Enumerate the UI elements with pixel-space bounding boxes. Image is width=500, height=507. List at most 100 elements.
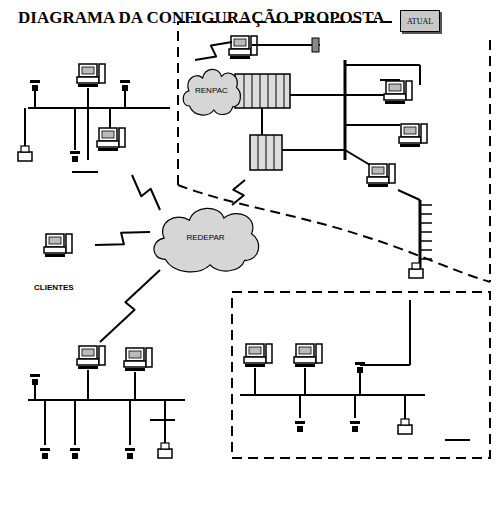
- wireless-link: [132, 175, 160, 210]
- tower: [389, 164, 395, 183]
- network-cable: [290, 94, 345, 96]
- monitor: [231, 36, 249, 49]
- terminal-head: [70, 448, 80, 451]
- keyboard: [400, 144, 420, 147]
- terminal-base: [122, 85, 128, 91]
- network-cloud: REDEPAR: [148, 198, 263, 276]
- monitor: [386, 81, 404, 94]
- network-cable: [44, 400, 46, 445]
- region-outline: [489, 40, 491, 282]
- node-label: REDEPAR: [186, 233, 224, 242]
- printer-paper: [21, 146, 29, 152]
- system-unit: [124, 361, 146, 367]
- tower: [421, 124, 427, 143]
- port-tick: [420, 213, 432, 215]
- monitor: [79, 346, 97, 359]
- printer-body: [409, 269, 423, 278]
- workstation-icon: [124, 348, 152, 371]
- status-box: ATUAL: [400, 10, 440, 32]
- screen: [299, 347, 311, 354]
- region-outline: [232, 292, 490, 458]
- network-cable: [359, 372, 361, 395]
- keyboard: [295, 364, 315, 367]
- system-unit: [97, 141, 119, 147]
- cabinet-panel: [260, 74, 261, 108]
- tower: [99, 64, 105, 83]
- terminal-icon: [30, 374, 40, 385]
- network-cable: [345, 94, 385, 96]
- network-stub: [150, 419, 175, 421]
- monitor: [246, 344, 264, 357]
- network-cloud: RENPAC: [180, 62, 243, 118]
- keyboard: [125, 368, 145, 371]
- screen: [234, 39, 246, 46]
- terminal-head: [350, 421, 360, 424]
- terminal-base: [357, 367, 363, 373]
- port-tick: [420, 204, 432, 206]
- monitor: [46, 234, 64, 247]
- system-unit: [244, 357, 266, 363]
- terminal-base: [72, 156, 78, 162]
- network-cable: [409, 300, 411, 365]
- terminal-icon: [40, 448, 50, 459]
- network-cable: [87, 88, 89, 160]
- network-cable: [129, 400, 131, 445]
- mainframe-cabinet: [250, 135, 282, 170]
- workstation-icon: [399, 124, 427, 147]
- terminal-icon: [70, 448, 80, 459]
- cloud-shape: [154, 208, 259, 272]
- printer-icon: [398, 419, 412, 434]
- terminal-head: [30, 80, 40, 83]
- tower: [66, 234, 72, 253]
- terminal-head: [120, 80, 130, 83]
- screen: [102, 131, 114, 138]
- workstation-icon: [97, 128, 125, 151]
- terminal-icon: [120, 80, 130, 91]
- port-tick: [420, 222, 432, 224]
- printer-icon: [18, 146, 32, 161]
- screen: [372, 167, 384, 174]
- cabinet-panel: [276, 74, 277, 108]
- keyboard: [98, 148, 118, 151]
- port-tick: [420, 258, 432, 260]
- cabinet-panel: [274, 135, 275, 170]
- tower: [146, 348, 152, 367]
- network-cable: [28, 399, 185, 401]
- wireless-link: [232, 180, 245, 205]
- network-cable: [254, 368, 256, 395]
- system-unit: [399, 137, 421, 143]
- keyboard: [45, 254, 65, 257]
- keyboard: [385, 101, 405, 104]
- terminal-icon: [30, 80, 40, 91]
- cabinet-panel: [252, 74, 253, 108]
- system-unit: [294, 357, 316, 363]
- workstation-icon: [367, 164, 395, 187]
- node-label: ATUAL: [407, 17, 433, 26]
- printer-paper: [161, 443, 169, 449]
- terminal-base: [32, 379, 38, 385]
- cabinet-panel: [284, 74, 285, 108]
- network-cable: [87, 370, 89, 400]
- network-cable: [354, 395, 356, 418]
- node-label: RENPAC: [195, 86, 228, 95]
- system-unit: [367, 177, 389, 183]
- network-cable: [404, 395, 406, 420]
- terminal-head: [125, 448, 135, 451]
- port-tick: [420, 231, 432, 233]
- terminal-base: [297, 426, 303, 432]
- cabinet-panel: [258, 135, 259, 170]
- network-cable: [419, 200, 422, 268]
- printer-paper: [401, 419, 409, 425]
- keyboard: [368, 184, 388, 187]
- keyboard: [78, 366, 98, 369]
- terminal-head: [355, 362, 365, 365]
- network-cable: [34, 385, 36, 400]
- mainframe-cabinet: [235, 74, 290, 108]
- workstation-icon: [77, 64, 105, 87]
- terminal-icon: [125, 448, 135, 459]
- monitor: [296, 344, 314, 357]
- mainframe-icon: [235, 74, 290, 170]
- monitor: [369, 164, 387, 177]
- port-tick: [420, 249, 432, 251]
- system-unit: [384, 94, 406, 100]
